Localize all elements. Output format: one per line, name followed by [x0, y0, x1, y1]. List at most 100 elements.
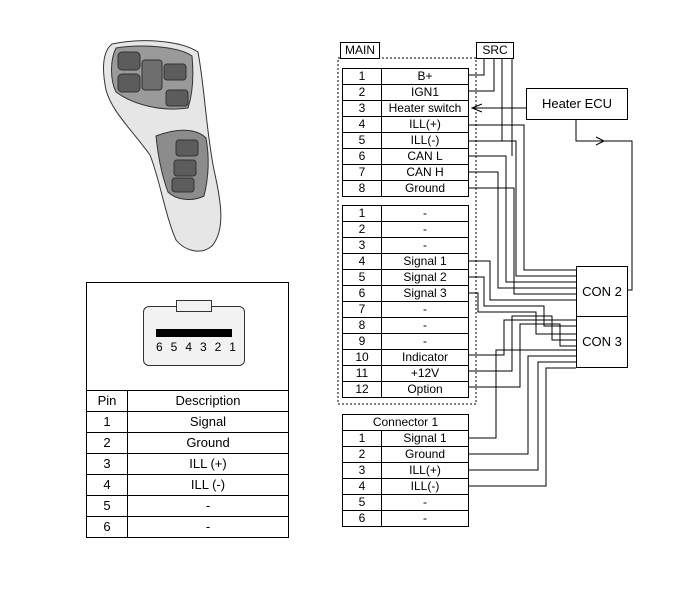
signal-cell: - — [381, 317, 469, 334]
connector-pin-number: 5 — [170, 340, 178, 354]
connector-pin-numbers: 6 5 4 3 2 1 — [156, 340, 236, 354]
signal-cell: - — [381, 237, 469, 254]
con2-box: CON 2 — [576, 266, 628, 318]
table-row: 6- — [342, 510, 469, 527]
con3-box: CON 3 — [576, 316, 628, 368]
table-row: 6- — [86, 516, 289, 538]
pin-cell: 2 — [342, 84, 382, 101]
connector-latch — [176, 300, 212, 312]
connector-pin-number: 4 — [185, 340, 192, 354]
pin-cell: 7 — [342, 301, 382, 318]
signal-cell: Signal 3 — [381, 285, 469, 302]
signal-cell: - — [381, 301, 469, 318]
pin-cell: 2 — [342, 221, 382, 238]
connector-pin-number: 3 — [199, 340, 207, 354]
connector-view-box — [86, 282, 289, 391]
signal-cell: - — [381, 221, 469, 238]
pin-cell: 6 — [342, 285, 382, 302]
pin-cell: 11 — [342, 365, 382, 382]
table-title-row: Connector 1 — [342, 414, 469, 431]
signal-cell: CAN H — [381, 164, 469, 181]
table-row: 7- — [342, 301, 469, 318]
table-row: 8- — [342, 317, 469, 334]
signal-cell: Ground — [381, 446, 469, 463]
table-row: 11+12V — [342, 365, 469, 382]
connector-pin-number: 2 — [214, 340, 222, 354]
description-cell: ILL (-) — [127, 474, 289, 496]
pin-cell: 10 — [342, 349, 382, 366]
pin-cell: 4 — [342, 116, 382, 133]
table-row: 3- — [342, 237, 469, 254]
signal-cell: Heater switch — [381, 100, 469, 117]
pin-cell: 3 — [342, 100, 382, 117]
table-row: 5- — [86, 495, 289, 517]
pin-cell: 7 — [342, 164, 382, 181]
pin-cell: 5 — [342, 494, 382, 511]
pin-cell: 3 — [342, 237, 382, 254]
signal-cell: ILL(-) — [381, 478, 469, 495]
pin-cell: 4 — [342, 253, 382, 270]
pin-cell: 12 — [342, 381, 382, 398]
signal-cell: - — [381, 333, 469, 350]
pin-cell: 1 — [342, 68, 382, 85]
signal-cell: B+ — [381, 68, 469, 85]
pin-cell: 9 — [342, 333, 382, 350]
signal-cell: - — [381, 494, 469, 511]
signal-cell: Signal 2 — [381, 269, 469, 286]
heater-ecu-box: Heater ECU — [526, 88, 628, 120]
table-row: 2- — [342, 221, 469, 238]
src-label: SRC — [476, 42, 514, 59]
connector-terminals — [156, 329, 232, 337]
description-cell: - — [127, 516, 289, 538]
connector1-title: Connector 1 — [342, 414, 469, 431]
signal-cell: Option — [381, 381, 469, 398]
table-row: 9- — [342, 333, 469, 350]
signal-cell: +12V — [381, 365, 469, 382]
pin-cell: 5 — [342, 269, 382, 286]
signal-cell: ILL(-) — [381, 132, 469, 149]
pin-cell: 8 — [342, 180, 382, 197]
signal-cell: IGN1 — [381, 84, 469, 101]
signal-cell: - — [381, 205, 469, 222]
description-cell: Signal — [127, 411, 289, 433]
pin-cell: 3 — [342, 462, 382, 479]
pin-cell: 6 — [342, 510, 382, 527]
pin-cell: 2 — [342, 446, 382, 463]
main-label: MAIN — [340, 42, 380, 59]
signal-cell: Signal 1 — [381, 430, 469, 447]
pin-cell: 1 — [342, 205, 382, 222]
pin-cell: 4 — [342, 478, 382, 495]
connector-pin-number: 1 — [229, 340, 236, 354]
signal-cell: ILL(+) — [381, 462, 469, 479]
pin-cell: 1 — [342, 430, 382, 447]
signal-cell: Indicator — [381, 349, 469, 366]
pin-cell: 6 — [342, 148, 382, 165]
signal-cell: Signal 1 — [381, 253, 469, 270]
table-row: 1- — [342, 205, 469, 222]
connector-pin-number: 6 — [156, 340, 163, 354]
signal-cell: CAN L — [381, 148, 469, 165]
